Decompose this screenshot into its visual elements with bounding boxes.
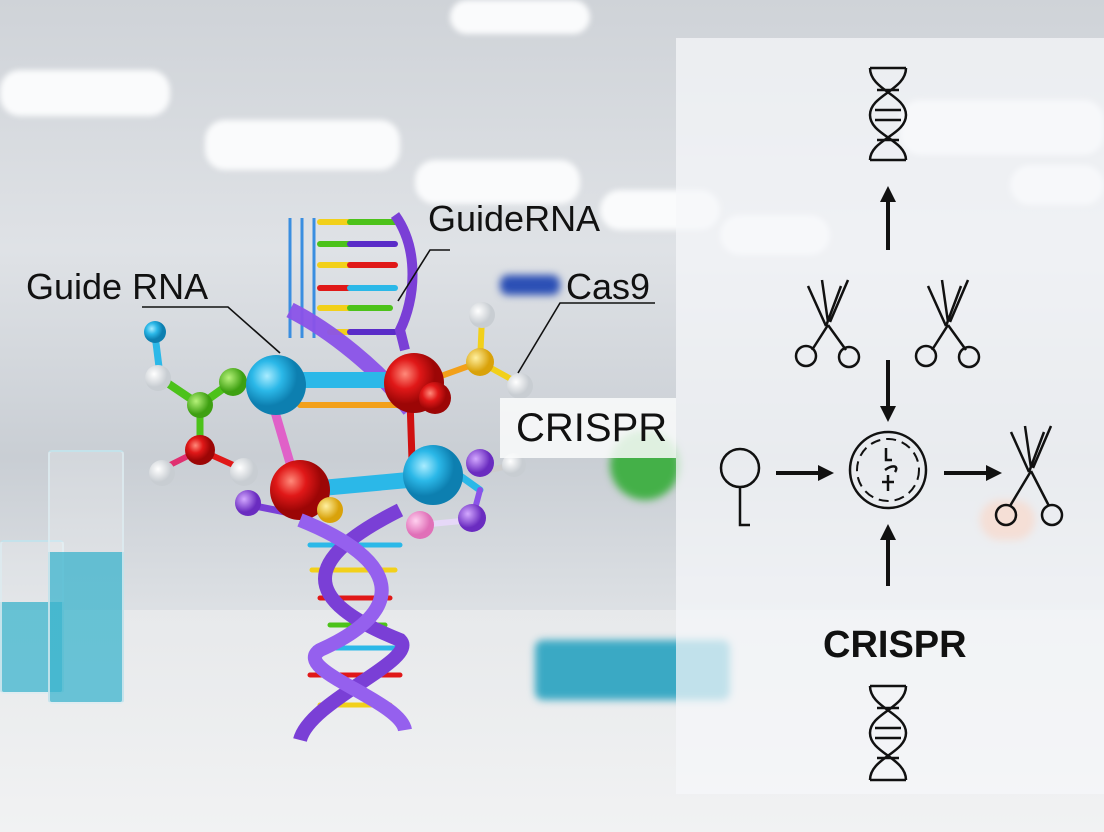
leader-lines bbox=[142, 249, 655, 374]
rna-ladder bbox=[317, 219, 398, 335]
guide-rna-label: Guide RNA bbox=[26, 266, 209, 307]
crispr-label-box bbox=[500, 398, 676, 458]
dna-helix-icon-bottom bbox=[868, 684, 908, 782]
crispr-center-label: CRISPR bbox=[516, 406, 668, 450]
atoms bbox=[144, 302, 533, 539]
scissors-icon-right bbox=[914, 279, 981, 369]
crispr-flow-diagram bbox=[719, 66, 1064, 782]
scissors-icon-left bbox=[794, 279, 861, 369]
lab-beaker-blurred bbox=[48, 450, 124, 704]
dna-double-helix bbox=[293, 503, 412, 743]
flow-arrows bbox=[776, 186, 1002, 586]
dna-helix-icon-top bbox=[868, 66, 908, 162]
lab-bottle-blurred bbox=[500, 275, 560, 295]
guide-rna-top-label: GuideRNA bbox=[428, 198, 601, 239]
cas9-label: Cas9 bbox=[566, 266, 651, 307]
clock-icon bbox=[848, 430, 928, 510]
key-loop-icon bbox=[719, 447, 761, 527]
crispr-panel-label: CRISPR bbox=[823, 624, 967, 666]
scissors-icon-output bbox=[994, 425, 1064, 527]
